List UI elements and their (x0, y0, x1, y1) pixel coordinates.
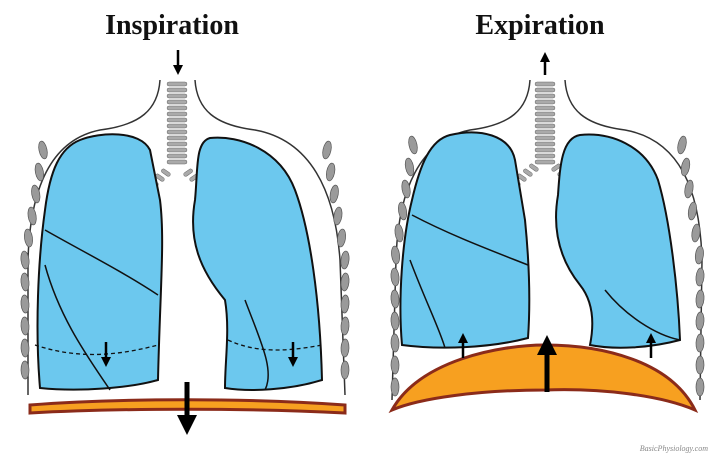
rib (695, 333, 705, 353)
trachea-ring (166, 93, 188, 99)
rib (20, 294, 30, 314)
trachea-ring (534, 153, 556, 159)
bronchus-ring (161, 168, 171, 177)
ribs-right (390, 135, 705, 397)
rib (340, 250, 350, 270)
trachea-ring (534, 117, 556, 123)
previous-lung-base-dashed (34, 339, 323, 356)
inspiration-panel (20, 50, 350, 435)
right-lung (192, 136, 324, 391)
rib (27, 206, 37, 226)
ribs-left (20, 140, 350, 380)
trachea-ring (534, 159, 556, 165)
expiration-title: Expiration (475, 10, 605, 41)
rib (695, 355, 705, 375)
inspiration-title: Inspiration (105, 10, 239, 41)
rib (20, 338, 30, 358)
rib (38, 140, 48, 160)
lung-fissure (604, 289, 681, 341)
rib (20, 272, 30, 292)
rib (20, 360, 30, 380)
lung-fissure (244, 299, 269, 391)
rib (31, 184, 41, 204)
trachea-ring (534, 111, 556, 117)
trachea-ring (166, 141, 188, 147)
rib (333, 206, 343, 226)
trachea-ring (534, 81, 556, 87)
trachea-ring (166, 153, 188, 159)
rib (20, 316, 30, 336)
rib (401, 179, 411, 199)
trachea-ring (534, 129, 556, 135)
trachea-ring (166, 87, 188, 93)
trachea-ring (166, 159, 188, 165)
rib (337, 228, 347, 248)
rib (340, 316, 350, 336)
rib (325, 162, 336, 182)
rib (695, 267, 705, 287)
right-lung (555, 133, 682, 349)
rib (394, 223, 404, 243)
rib (390, 289, 400, 309)
rib (398, 201, 408, 221)
rib (687, 201, 697, 221)
watermark: BasicPhysiology.com (639, 444, 708, 453)
trachea-ring (166, 129, 188, 135)
rib (390, 355, 400, 375)
trachea-ring (166, 135, 188, 141)
rib (390, 333, 400, 353)
rib (677, 135, 687, 155)
rib (694, 245, 704, 265)
rib (391, 245, 401, 265)
rib (322, 140, 332, 160)
trachea-ring (534, 123, 556, 129)
rib (695, 311, 705, 331)
trachea-ring (166, 123, 188, 129)
trachea-ring (166, 81, 188, 87)
diaphragm-dome (388, 343, 699, 414)
trachea-ring (534, 87, 556, 93)
rib (404, 157, 415, 177)
rib (680, 157, 691, 177)
rib (329, 184, 339, 204)
bronchus-ring (529, 163, 539, 172)
rib (390, 311, 400, 331)
expiration-panel (388, 52, 705, 414)
trachea-ring (534, 93, 556, 99)
rib (20, 250, 30, 270)
trachea-ring (166, 99, 188, 105)
rib (340, 294, 350, 314)
rib (390, 267, 400, 287)
trachea-ring (534, 135, 556, 141)
rib (340, 360, 350, 380)
trachea-ring (166, 117, 188, 123)
trachea-ring (534, 105, 556, 111)
trachea-ring (534, 99, 556, 105)
rib (34, 162, 45, 182)
rib (695, 377, 705, 397)
trachea-ring (534, 147, 556, 153)
rib (695, 289, 705, 309)
rib (390, 377, 400, 397)
trachea-ring (166, 147, 188, 153)
rib (691, 223, 701, 243)
lung-fissure (44, 229, 159, 391)
rib (23, 228, 33, 248)
rib (340, 338, 350, 358)
trachea-ring (534, 141, 556, 147)
lung-fissure (409, 214, 529, 349)
bronchus-ring (183, 168, 193, 177)
bronchus-ring (523, 168, 533, 177)
rib (408, 135, 418, 155)
trachea-ring (166, 111, 188, 117)
rib (684, 179, 694, 199)
trachea-ring (166, 105, 188, 111)
rib (340, 272, 350, 292)
